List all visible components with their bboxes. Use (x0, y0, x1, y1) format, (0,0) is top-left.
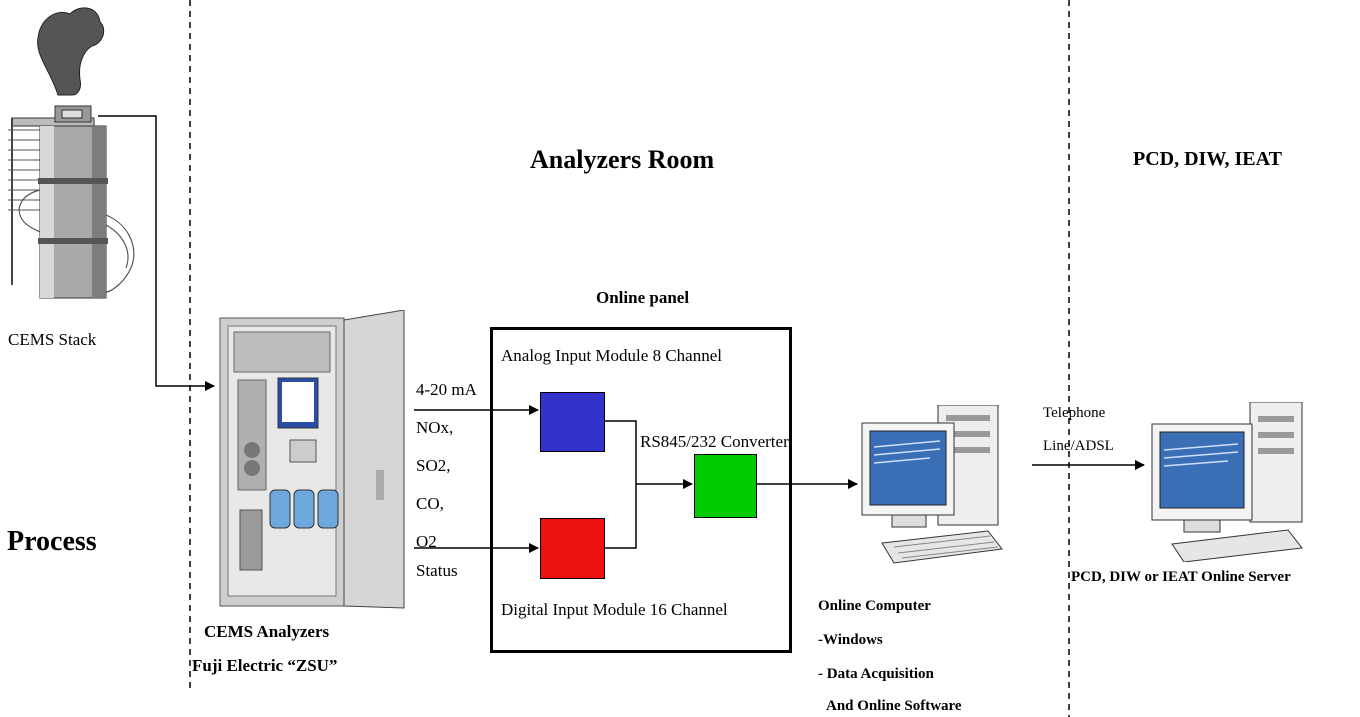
rs-converter (694, 454, 757, 518)
link-line2: Line/ADSL (1043, 438, 1114, 454)
analog-to-converter-line (605, 420, 637, 484)
stack-label: CEMS Stack (8, 330, 97, 349)
computer-line1: -Windows (818, 632, 883, 648)
cems-stack-illustration (8, 7, 135, 299)
process-heading: Process (7, 526, 97, 557)
online-computer-illustration (861, 405, 1003, 564)
signal-status: Status (416, 561, 458, 580)
stack-to-analyzer-line (98, 115, 215, 391)
computer-line3: And Online Software (826, 698, 962, 714)
digital-module-label: Digital Input Module 16 Channel (501, 600, 728, 619)
converter-label: RS845/232 Converter (640, 432, 789, 451)
signal-nox: NOx, (416, 418, 454, 437)
computer-line2: - Data Acquisition (818, 666, 934, 682)
server-label: PCD, DIW or IEAT Online Server (1071, 569, 1291, 585)
computer-title: Online Computer (818, 598, 931, 614)
signal-4-20ma: 4-20 mA (416, 380, 477, 399)
digital-to-converter-line (605, 484, 637, 549)
digital-input-module (540, 518, 605, 579)
link-line1: Telephone (1043, 405, 1106, 421)
online-panel-title: Online panel (596, 288, 690, 307)
signal-so2: SO2, (416, 456, 451, 475)
analog-module-label: Analog Input Module 8 Channel (501, 346, 722, 365)
analyzer-cabinet-illustration (219, 310, 405, 609)
analyzers-room-heading: Analyzers Room (530, 145, 715, 174)
analog-input-module (540, 392, 605, 452)
signal-o2: O2 (416, 532, 437, 551)
analyzer-model: Fuji Electric “ZSU” (192, 656, 338, 675)
online-server-illustration (1151, 402, 1303, 562)
analyzer-title: CEMS Analyzers (204, 622, 330, 641)
online-panel-box (490, 327, 792, 653)
pcd-diw-ieat-heading: PCD, DIW, IEAT (1133, 148, 1282, 170)
signal-co: CO, (416, 494, 444, 513)
